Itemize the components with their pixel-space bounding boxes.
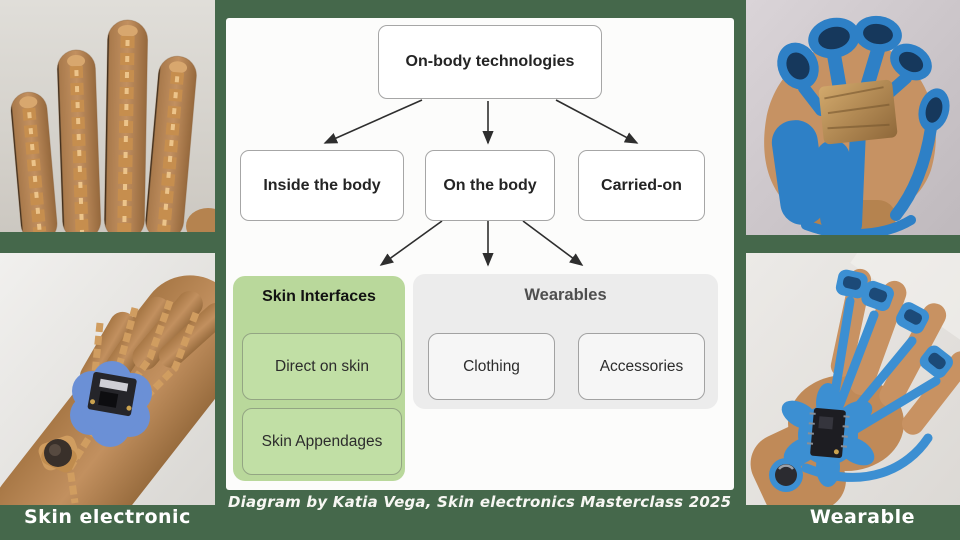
finger-caps bbox=[777, 15, 950, 132]
label-wearable: Wearable bbox=[809, 506, 915, 528]
node-carried-on: Carried-on bbox=[578, 150, 705, 221]
wearables-title: Wearables bbox=[524, 286, 607, 304]
finger bbox=[56, 49, 102, 232]
fingernail bbox=[117, 25, 138, 38]
fingernail bbox=[19, 96, 38, 109]
node-accessories: Accessories bbox=[578, 333, 705, 400]
copper-patch bbox=[818, 79, 898, 145]
finger bbox=[10, 91, 58, 232]
node-on-the-body: On the body bbox=[425, 150, 555, 221]
node-clothing: Clothing bbox=[428, 333, 555, 400]
skin-interfaces-panel: Skin Interfaces Direct on skin Skin Appe… bbox=[233, 276, 405, 481]
wearables-panel: Wearables Clothing Accessories bbox=[413, 274, 718, 409]
fingernail bbox=[67, 55, 86, 68]
copper-strip bbox=[69, 65, 89, 232]
node-label: Accessories bbox=[599, 357, 684, 375]
node-label: Inside the body bbox=[263, 176, 381, 194]
copper-strip bbox=[117, 35, 135, 232]
palm-edge bbox=[186, 208, 215, 232]
node-direct-on-skin: Direct on skin bbox=[242, 333, 402, 400]
photo-blue-wearable-palm bbox=[746, 0, 960, 235]
node-label: On-body technologies bbox=[405, 53, 575, 70]
coin-battery-ring bbox=[769, 458, 803, 492]
node-inside-the-body: Inside the body bbox=[240, 150, 404, 221]
diagram-caption: Diagram by Katia Vega, Skin electronics … bbox=[228, 493, 732, 511]
microcontroller-board bbox=[806, 407, 850, 459]
node-label: Carried-on bbox=[601, 176, 682, 194]
node-label: Clothing bbox=[463, 357, 520, 375]
node-skin-appendages: Skin Appendages bbox=[242, 408, 402, 475]
finger bbox=[145, 55, 197, 232]
photo-copper-tape-fingers bbox=[0, 0, 215, 232]
node-label: Direct on skin bbox=[275, 357, 369, 375]
node-label: Skin Appendages bbox=[261, 432, 383, 450]
fingernail bbox=[169, 61, 188, 74]
label-skin-electronic: Skin electronic bbox=[24, 506, 191, 528]
coin-battery bbox=[38, 435, 80, 473]
photo-skin-electronic-hand bbox=[0, 253, 215, 505]
fingertip-caps bbox=[835, 269, 953, 379]
skin-interfaces-title: Skin Interfaces bbox=[262, 288, 376, 305]
blue-pads bbox=[771, 120, 855, 235]
diagram-panel: On-body technologies Inside the body On … bbox=[226, 18, 734, 490]
node-label: On the body bbox=[443, 176, 537, 194]
photo-blue-exoskeleton-hand bbox=[746, 253, 960, 505]
node-on-body-technologies: On-body technologies bbox=[378, 25, 602, 99]
copper-strip bbox=[157, 71, 185, 232]
finger bbox=[103, 19, 149, 232]
microcontroller-board bbox=[87, 371, 137, 417]
